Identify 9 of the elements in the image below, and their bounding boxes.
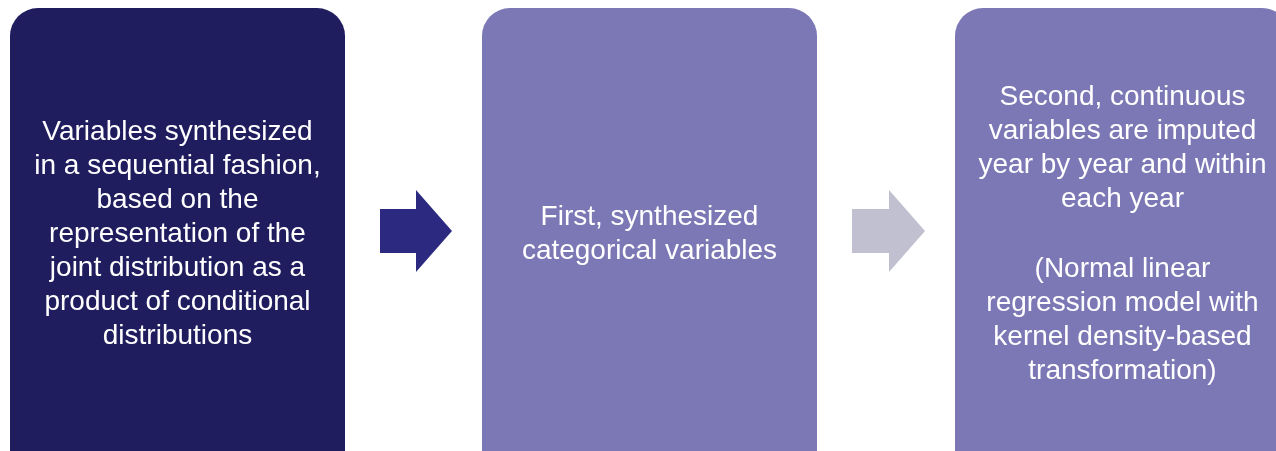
process-box [482, 8, 817, 451]
block-arrow [380, 190, 452, 272]
process-box [955, 8, 1276, 451]
box-text: Second, continuous variables are imputed year by year and within each year [977, 79, 1268, 215]
box-text: First, synthesized categorical variables [520, 199, 779, 267]
box-text: Variables synthesized in a sequential fashion, based on the representation of the joint distribution as a product of conditional distributions [33, 114, 322, 352]
block-arrow [852, 190, 925, 272]
process-box [10, 8, 345, 451]
box-text: (Normal linear regression model with kernel density-based transformation) [985, 251, 1260, 387]
